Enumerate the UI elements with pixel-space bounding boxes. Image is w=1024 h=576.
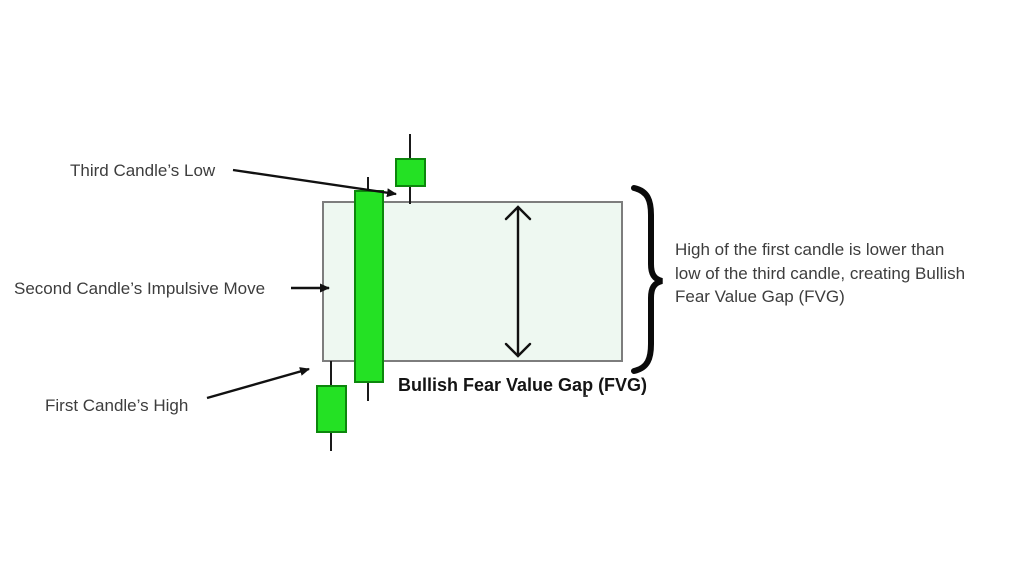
second-candle: [354, 177, 384, 401]
third-candle-lower-wick: [409, 187, 411, 204]
second-candle-upper-wick: [367, 177, 369, 190]
brace-note-line-3: Fear Value Gap (FVG): [675, 287, 845, 306]
third-candle: [395, 134, 426, 204]
arrow-to-first-candle-high: [206, 367, 310, 400]
right-curly-brace-icon: [631, 185, 663, 374]
second-candle-body: [354, 190, 384, 383]
fvg-caption: Bullish Fear Value Gap (FVG): [398, 375, 648, 395]
label-first-candle-high: First Candle’s High: [45, 396, 189, 415]
brace-note-line-1: High of the first candle is lower than: [675, 240, 945, 259]
third-candle-body: [395, 158, 426, 187]
second-candle-lower-wick: [367, 383, 369, 401]
brace-note-line-2: low of the third candle, creating Bullis…: [675, 263, 966, 283]
first-candle-body: [316, 385, 347, 433]
first-candle-upper-wick: [330, 361, 332, 385]
third-candle-upper-wick: [409, 134, 411, 158]
label-third-candle-low: Third Candle’s Low: [70, 161, 216, 180]
stray-mark: [583, 395, 588, 397]
label-second-candle-impulsive-move: Second Candle’s Impulsive Move: [14, 279, 266, 298]
first-candle-lower-wick: [330, 433, 332, 451]
first-candle: [316, 361, 347, 451]
brace-note: High of the first candle is lower than l…: [675, 238, 965, 309]
